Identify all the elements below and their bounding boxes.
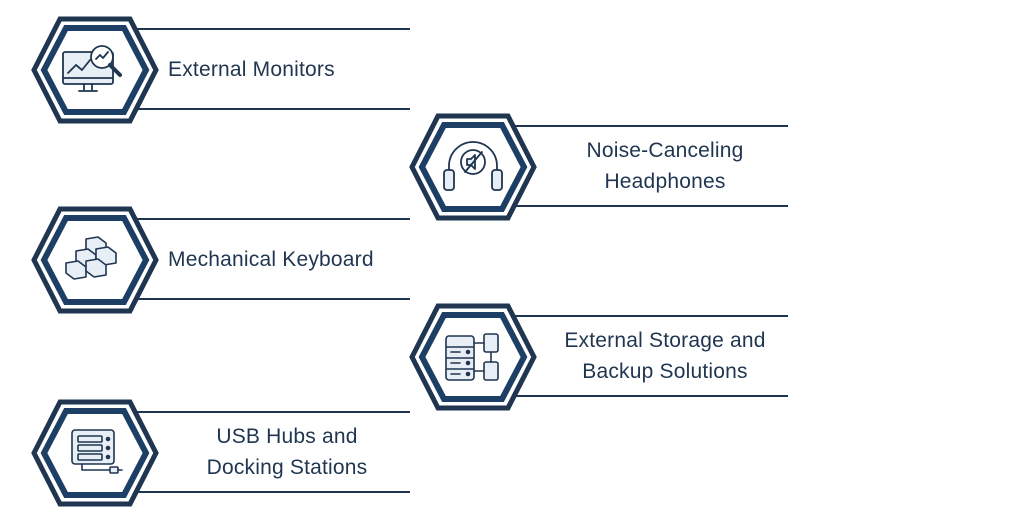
- item-label: Noise-Canceling Headphones: [586, 139, 744, 193]
- divider-line: [130, 491, 410, 493]
- divider-line: [130, 298, 410, 300]
- storage-server-icon: [445, 333, 499, 381]
- list-item-headphones: Noise-Canceling Headphones: [408, 112, 788, 222]
- hexagon-badge: [30, 205, 160, 315]
- usb-hub-icon: [71, 429, 123, 474]
- divider-line: [508, 125, 788, 127]
- item-label: External Storage and Backup Solutions: [564, 329, 766, 383]
- divider-line: [508, 205, 788, 207]
- divider-line: [130, 108, 410, 110]
- hexagon-badge: [408, 302, 538, 412]
- hexagon-badge: [408, 112, 538, 222]
- divider-line: [130, 218, 410, 220]
- divider-line: [130, 411, 410, 413]
- hexagon-badge: [30, 398, 160, 508]
- hexagon-badge: [30, 15, 160, 125]
- keyboard-keys-icon: [65, 236, 117, 280]
- item-label: USB Hubs and Docking Stations: [206, 425, 368, 479]
- monitor-analytics-icon: [62, 45, 122, 92]
- item-label: External Monitors: [168, 57, 335, 81]
- divider-line: [508, 315, 788, 317]
- list-item-usb-hubs: USB Hubs and Docking Stations: [30, 398, 410, 508]
- headphones-icon: [443, 141, 503, 191]
- list-item-external-storage: External Storage and Backup Solutions: [408, 302, 788, 412]
- item-label: Mechanical Keyboard: [168, 247, 374, 271]
- divider-line: [130, 28, 410, 30]
- list-item-mechanical-keyboard: Mechanical Keyboard: [30, 205, 410, 315]
- list-item-external-monitors: External Monitors: [30, 15, 410, 125]
- divider-line: [508, 395, 788, 397]
